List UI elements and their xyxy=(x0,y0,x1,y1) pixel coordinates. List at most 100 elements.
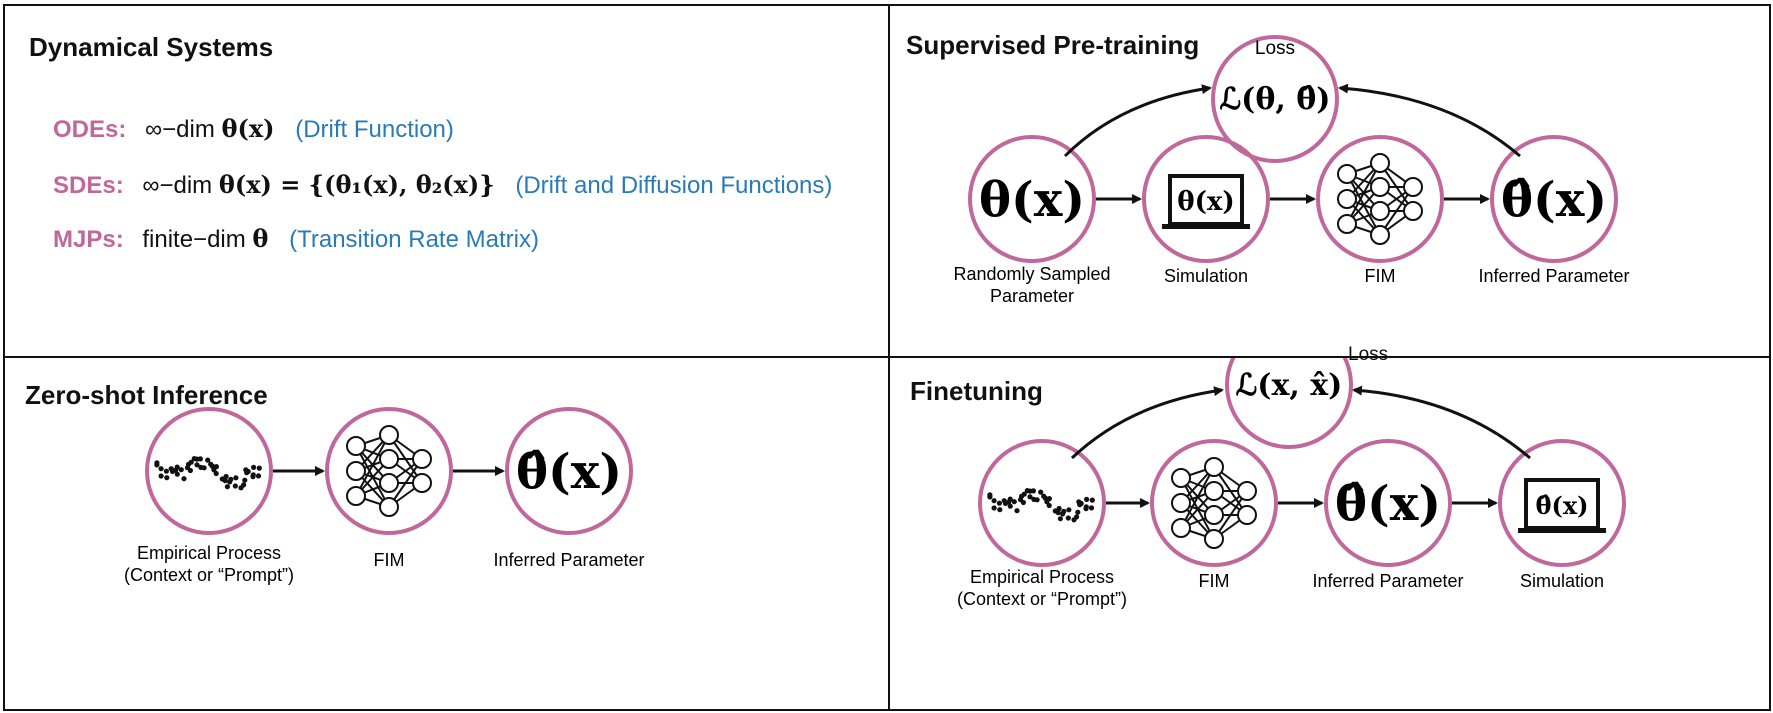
theta-hat-symbol: θ̂(x) xyxy=(516,444,622,500)
caption-sampled-parameter-line2: Parameter xyxy=(990,286,1074,306)
scatter-dot xyxy=(222,478,228,484)
caption-empirical-line1: Empirical Process xyxy=(970,567,1114,587)
sde-expr: θ(x) = {(θ₁(x), θ₂(x)} xyxy=(218,170,495,199)
theta-hat-symbol: θ̂(x) xyxy=(1335,476,1441,532)
ode-row: ODEs: ∞−dim θ(x) (Drift Function) xyxy=(53,114,454,144)
scatter-dot xyxy=(1083,506,1089,512)
scatter-dot xyxy=(1011,499,1017,505)
scatter-dot xyxy=(1056,505,1062,512)
caption-sampled-parameter-line1: Randomly Sampled xyxy=(953,264,1110,284)
scatter-dot xyxy=(1046,496,1052,502)
zeroshot-diagram: θ̂(x) Empirical Process (Context or “Pro… xyxy=(124,407,645,585)
scatter-dot xyxy=(205,457,211,463)
mjp-row: MJPs: finite−dim θ (Transition Rate Matr… xyxy=(53,224,539,254)
loss-expression: ℒ(θ, θ̂) xyxy=(1220,82,1331,117)
scatter-dot xyxy=(1066,507,1072,513)
mjp-expr: θ xyxy=(252,224,269,253)
panel-title: Dynamical Systems xyxy=(29,32,274,62)
mjp-note: (Transition Rate Matrix) xyxy=(289,226,539,253)
scatter-dot xyxy=(1030,488,1036,494)
simulation-node xyxy=(1142,135,1270,263)
scatter-dot xyxy=(1034,497,1040,503)
sde-note: (Drift and Diffusion Functions) xyxy=(515,172,833,199)
inferred-parameter-node xyxy=(1490,135,1618,263)
arrow-empirical-to-loss xyxy=(1070,386,1224,460)
caption-empirical-line1: Empirical Process xyxy=(137,543,281,563)
scatter-dot xyxy=(158,466,164,472)
caption-simulation: Simulation xyxy=(1164,266,1248,286)
caption-inferred-parameter: Inferred Parameter xyxy=(493,550,644,570)
scatter-dot xyxy=(991,498,997,504)
scatter-dot xyxy=(187,467,193,474)
scatter-dot xyxy=(1084,496,1090,502)
scatter-dot xyxy=(997,507,1003,513)
panel-dynamical-systems: Dynamical Systems ODEs: ∞−dim θ(x) (Drif… xyxy=(3,4,890,358)
loss-node xyxy=(1211,35,1339,163)
scatter-dot xyxy=(251,464,257,470)
arrow-simulation-to-loss xyxy=(1352,385,1531,460)
theta-symbol: θ(x) xyxy=(979,172,1085,228)
scatter-dot xyxy=(1046,502,1052,509)
scatter-dot xyxy=(209,463,215,469)
simulation-node xyxy=(1498,439,1626,567)
supervised-diagram: ℒ(θ, θ̂) Loss θ(x) θ(x) θ̂(x) xyxy=(953,35,1630,306)
scatter-dot xyxy=(996,500,1002,506)
scatter-dot xyxy=(255,473,262,479)
scatter-dot xyxy=(1007,503,1013,509)
scatter-dot xyxy=(1089,497,1095,503)
inferred-parameter-node xyxy=(505,407,633,535)
scatter-dot xyxy=(256,465,262,471)
caption-inferred-parameter: Inferred Parameter xyxy=(1312,571,1463,591)
loss-label: Loss xyxy=(1255,38,1295,59)
panel-zeroshot-inference: Zero-shot Inference θ̂(x) Empirical Proc… xyxy=(3,356,890,711)
loss-node xyxy=(1225,358,1353,449)
scatter-dot xyxy=(194,462,200,468)
theta-hat-symbol: θ̂(x) xyxy=(1501,172,1607,228)
laptop-theta-hat: θ̂(x) xyxy=(1535,491,1588,520)
sampled-parameter-node xyxy=(968,135,1096,263)
empirical-process-node xyxy=(978,439,1106,567)
scatter-dot xyxy=(987,492,993,498)
scatter-dot xyxy=(1074,514,1080,520)
panel-title: Zero-shot Inference xyxy=(25,350,268,410)
laptop-icon xyxy=(1518,478,1606,533)
loss-label: Loss xyxy=(1348,344,1389,365)
empirical-process-node xyxy=(145,407,273,535)
loss-label-text: Loss xyxy=(1348,344,1388,366)
scatter-dot xyxy=(1055,510,1061,516)
caption-simulation: Simulation xyxy=(1520,571,1604,591)
caption-inferred-parameter: Inferred Parameter xyxy=(1478,266,1629,286)
scatter-dot xyxy=(245,468,251,475)
scatter-dot xyxy=(178,467,184,473)
neural-network-icon xyxy=(1171,457,1257,549)
scatter-dot xyxy=(164,475,170,481)
arrow-param-to-loss xyxy=(1063,84,1212,158)
panel-title-text: Zero-shot Inference xyxy=(25,380,268,410)
fim-node xyxy=(325,407,453,535)
sde-label: SDEs: xyxy=(53,172,124,199)
scatter-dot xyxy=(224,484,230,490)
scatter-dot xyxy=(1027,494,1033,500)
scatter-dot xyxy=(1021,491,1027,497)
scatter-dot xyxy=(154,460,160,466)
panel-supervised-pretraining: Supervised Pre-training ℒ(θ, θ̂) Loss θ(… xyxy=(888,4,1771,358)
scatter-dot xyxy=(213,464,219,470)
sde-row: SDEs: ∞−dim θ(x) = {(θ₁(x), θ₂(x)} (Drif… xyxy=(53,170,832,200)
scatter-dot xyxy=(1057,516,1063,522)
scatter-dot xyxy=(223,473,229,480)
scatter-dot xyxy=(232,483,238,489)
scatter-points-icon xyxy=(987,488,1095,523)
scatter-dot xyxy=(174,464,180,470)
scatter-dot xyxy=(1088,505,1095,511)
panel-title-text: Finetuning xyxy=(910,376,1043,406)
scatter-dot xyxy=(1042,495,1048,501)
caption-fim: FIM xyxy=(1365,266,1396,286)
panel-title: Supervised Pre-training xyxy=(906,30,1200,60)
panel-finetuning: Finetuning ℒ(x, x̂) θ̂(x) xyxy=(888,344,1771,711)
sde-dim: ∞−dim xyxy=(142,172,213,199)
scatter-dot xyxy=(228,476,234,482)
scatter-dot xyxy=(1065,515,1071,521)
fim-node xyxy=(1150,439,1278,567)
scatter-dot xyxy=(1078,500,1084,507)
scatter-dot xyxy=(201,465,207,471)
